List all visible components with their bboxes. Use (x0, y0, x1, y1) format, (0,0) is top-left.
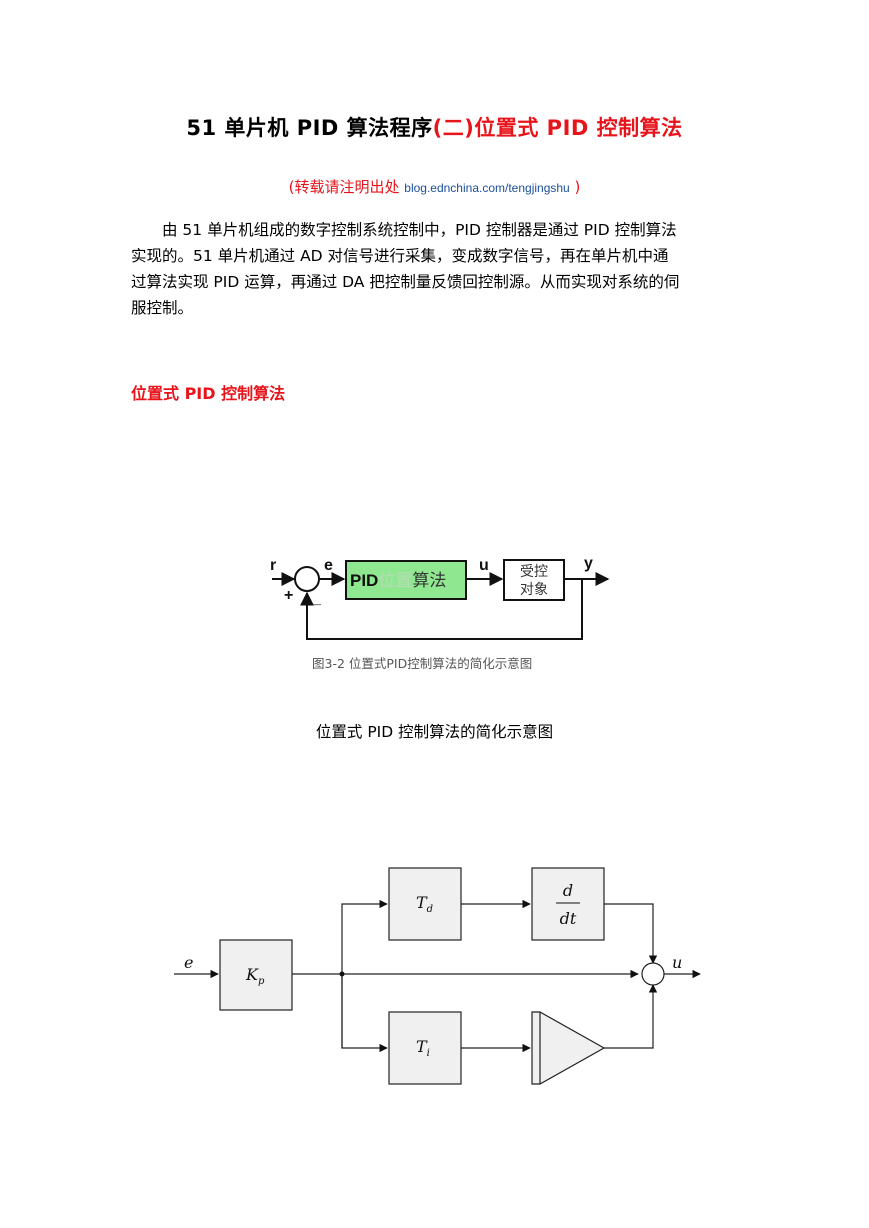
intro-paragraph: 由 51 单片机组成的数字控制系统控制中，PID 控制器是通过 PID 控制算法… (131, 217, 739, 321)
output-summing-junction (641, 962, 665, 986)
paragraph-line: 服控制。 (131, 299, 194, 317)
derivative-to-sum (604, 903, 658, 964)
figure-caption: 位置式 PID 控制算法的简化示意图 (315, 723, 554, 741)
label-r: r (270, 557, 276, 574)
source-url-link[interactable]: blog.ednchina.com/tengjingshu (404, 181, 570, 195)
title-main: 51 单片机 PID 算法程序 (186, 116, 433, 140)
pid-label-bold: PID (350, 571, 378, 590)
summing-junction (294, 566, 320, 592)
derivative-denominator: dt (560, 909, 577, 928)
kp-sub: p (258, 976, 265, 987)
plant-block (503, 559, 565, 601)
pid-block (345, 560, 467, 600)
label-td: Td (416, 893, 433, 915)
pid-label-faded: 位置 (378, 571, 412, 590)
label-output-u: u (672, 953, 682, 972)
pid-structure-diagram: e u Kp Td Ti d dt (174, 867, 701, 1085)
integrator-symbol (531, 1011, 606, 1085)
branch-node (339, 971, 345, 977)
label-plus: + (284, 587, 293, 604)
title-highlight: (二)位置式 PID 控制算法 (432, 116, 683, 140)
integrator-to-sum (604, 984, 658, 1049)
feedback-path (300, 579, 583, 640)
branch-upper (341, 899, 388, 1048)
kp-block (219, 939, 293, 1011)
label-minus: _ (311, 590, 322, 607)
pid-block-label: PID位置算法 (350, 571, 446, 590)
pid-loop-diagram: r e u y + _ PID位置算法 受控 对象 图3-2 位置式PID控制算… (270, 555, 610, 671)
td-block (388, 867, 462, 941)
derivative-numerator: d (563, 881, 573, 900)
source-note-close: ) (569, 178, 581, 196)
kp-main: K (245, 965, 259, 984)
section-heading: 位置式 PID 控制算法 (131, 384, 286, 403)
source-note: (转载请注明出处 blog.ednchina.com/tengjingshu ) (0, 176, 869, 197)
branch-lower (341, 974, 388, 1053)
ti-sub: i (427, 1048, 430, 1059)
source-note-open: (转载请注明出处 (288, 178, 405, 196)
paragraph-line: 由 51 单片机组成的数字控制系统控制中，PID 控制器是通过 PID 控制算法 (162, 221, 677, 239)
paragraph-line: 过算法实现 PID 运算，再通过 DA 把控制量反馈回控制源。从而实现对系统的伺 (131, 273, 680, 291)
label-y: y (584, 555, 593, 572)
derivative-block (531, 867, 605, 941)
ti-main: T (416, 1037, 428, 1056)
plant-label-line2: 对象 (520, 582, 548, 598)
label-u: u (479, 557, 489, 574)
paragraph-line: 实现的。51 单片机通过 AD 对信号进行采集，变成数字信号，再在单片机中通 (131, 247, 669, 265)
label-e: e (324, 557, 333, 574)
td-main: T (416, 893, 428, 912)
figure-inner-caption: 图3-2 位置式PID控制算法的简化示意图 (312, 656, 532, 671)
plant-label-line1: 受控 (520, 564, 548, 580)
pid-label-normal: 算法 (412, 571, 446, 590)
page-title: 51 单片机 PID 算法程序(二)位置式 PID 控制算法 (0, 112, 869, 142)
label-ti: Ti (416, 1037, 430, 1059)
label-kp: Kp (245, 965, 265, 987)
label-input-e: e (184, 953, 193, 972)
td-sub: d (427, 904, 433, 915)
